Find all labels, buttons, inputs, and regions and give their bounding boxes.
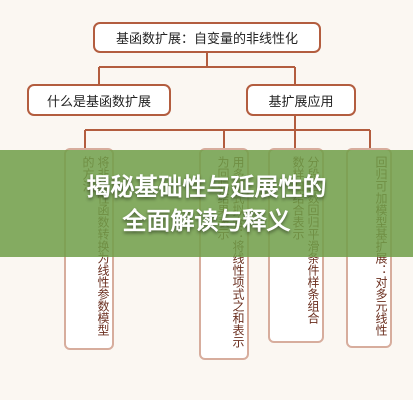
root-box: 基函数扩展：自变量的非线性化 <box>93 22 321 53</box>
right-branch-label: 基扩展应用 <box>268 94 334 110</box>
root-label: 基函数扩展：自变量的非线性化 <box>115 32 298 47</box>
left-branch-box: 什么是基函数扩展 <box>27 84 171 116</box>
banner-title-line2: 全面解读与释义 <box>122 206 291 235</box>
title-banner: 揭秘基础性与延展性的 全面解读与释义 <box>0 150 413 257</box>
right-branch-box: 基扩展应用 <box>246 84 356 116</box>
left-branch-label: 什么是基函数扩展 <box>46 94 151 110</box>
banner-title-line1: 揭秘基础性与延展性的 <box>86 172 327 201</box>
